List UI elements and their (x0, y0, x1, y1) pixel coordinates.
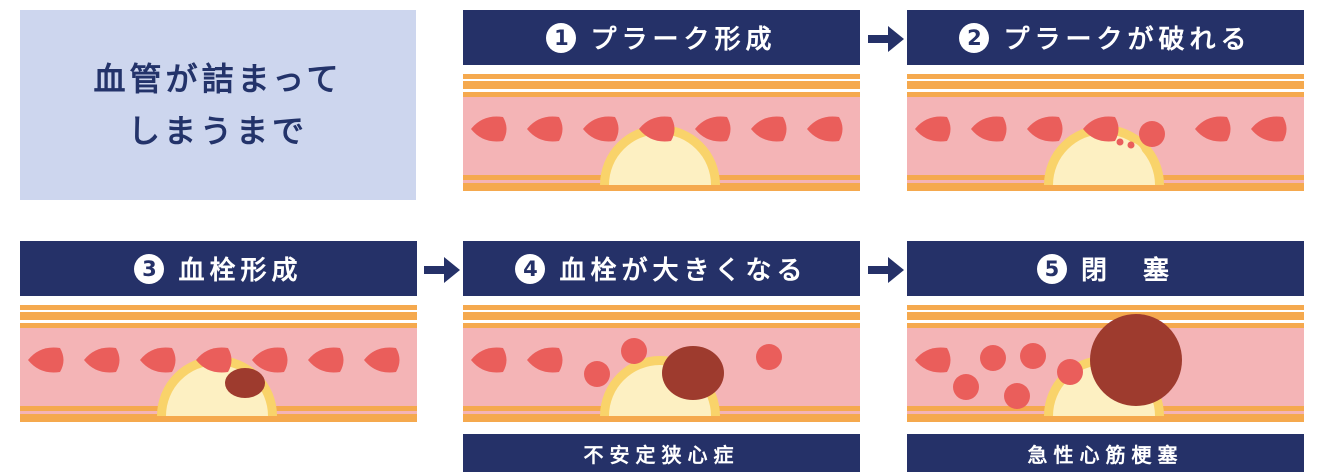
vessel-illustration-3 (20, 303, 417, 431)
step-number-icon-1: 1 (546, 22, 577, 53)
vessel-illustration-5 (907, 303, 1304, 431)
condition-label-unstable-angina: 不安定狭心症 (463, 434, 860, 472)
step-header-1: 1 プラーク形成 (463, 10, 860, 65)
right-arrow-icon (868, 257, 904, 283)
diagram-title: 血管が詰まって しまうまで (93, 60, 343, 150)
title-box: 血管が詰まって しまうまで (20, 10, 416, 200)
step-panel-2: 2 プラークが破れる (907, 10, 1304, 200)
step-panel-5: 5 閉 塞 (907, 241, 1304, 431)
step-header-4: 4 血栓が大きくなる (463, 241, 860, 296)
right-arrow-icon (868, 26, 904, 52)
step-number-icon-5: 5 (1036, 253, 1067, 284)
step-panel-1: 1 プラーク形成 (463, 10, 860, 200)
step-label-5: 閉 塞 (1080, 256, 1174, 286)
step-panel-3: 3 血栓形成 (20, 241, 417, 431)
step-panel-4: 4 血栓が大きくなる (463, 241, 860, 431)
vessel-illustration-1 (463, 72, 860, 200)
step-header-2: 2 プラークが破れる (907, 10, 1304, 65)
condition-label-acute-mi: 急性心筋梗塞 (907, 434, 1304, 472)
vessel-illustration-4 (463, 303, 860, 431)
right-arrow-icon (424, 257, 460, 283)
step-number-icon-4: 4 (515, 253, 546, 284)
step-label-1: プラーク形成 (590, 25, 777, 55)
step-label-2: プラークが破れる (1003, 25, 1252, 55)
vessel-illustration-2 (907, 72, 1304, 200)
step-number-icon-2: 2 (959, 22, 990, 53)
step-header-5: 5 閉 塞 (907, 241, 1304, 296)
step-label-3: 血栓形成 (178, 256, 303, 286)
step-number-icon-3: 3 (134, 253, 165, 284)
step-header-3: 3 血栓形成 (20, 241, 417, 296)
step-label-4: 血栓が大きくなる (559, 256, 808, 286)
